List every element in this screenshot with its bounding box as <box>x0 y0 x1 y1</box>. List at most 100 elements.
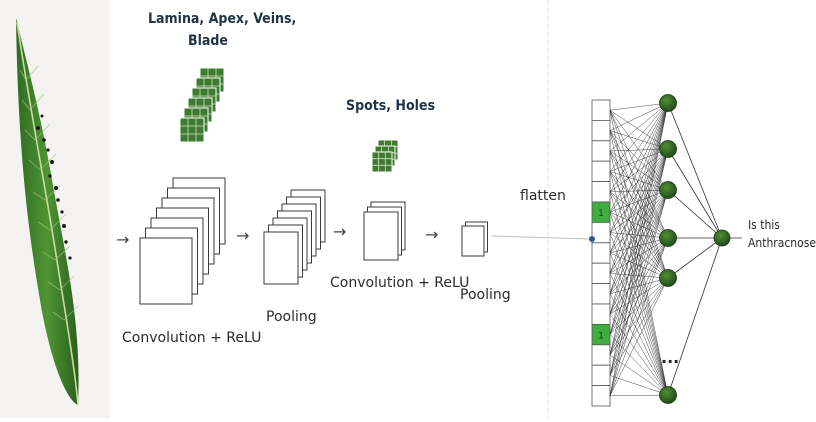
connection-input-hidden <box>609 252 669 279</box>
stage-label-conv1: Convolution + ReLU <box>122 330 262 346</box>
connection-input-hidden <box>609 102 669 315</box>
arrow-glyph: → <box>116 230 129 249</box>
connection-hidden-output <box>667 237 723 396</box>
network-neurons <box>659 94 731 404</box>
connection-input-hidden <box>609 375 669 396</box>
conv1-feature-map <box>139 237 193 305</box>
connection-input-hidden <box>609 148 669 213</box>
connection-input-hidden <box>609 148 669 254</box>
connection-input-hidden <box>609 102 669 213</box>
flatten-input-node <box>589 236 595 242</box>
hidden-neuron <box>659 229 677 247</box>
pool2-feature-map <box>461 225 485 257</box>
connection-input-hidden <box>609 237 669 274</box>
feature-label-lamina-line1: Lamina, Apex, Veins, <box>148 11 297 27</box>
connection-input-hidden <box>609 102 669 335</box>
connection-input-hidden <box>609 102 669 172</box>
connection-hidden-output <box>667 148 723 239</box>
flatten-cell <box>591 160 611 182</box>
kernel-filter <box>371 151 393 173</box>
hidden-neuron <box>659 386 677 404</box>
connection-input-hidden <box>609 171 669 239</box>
network-connections <box>609 102 742 397</box>
connection-hidden-output <box>667 102 723 239</box>
flatten-cell-mark: 1 <box>598 209 604 219</box>
hidden-neuron <box>659 94 677 112</box>
connection-input-hidden <box>609 148 669 376</box>
connection-input-hidden <box>609 102 669 254</box>
connection-input-hidden <box>609 102 669 294</box>
connection-input-hidden <box>609 189 669 396</box>
flatten-cell <box>591 303 611 325</box>
stage-label-pool2: Pooling <box>460 287 511 303</box>
connection-input-hidden <box>609 237 669 254</box>
connection-input-hidden <box>609 110 669 150</box>
connection-input-hidden <box>609 191 669 279</box>
connection-input-hidden <box>609 150 669 279</box>
connection-input-hidden <box>609 237 669 335</box>
connection-input-hidden <box>609 130 669 239</box>
flatten-cell <box>591 283 611 305</box>
output-question: Is this Anthracnose? <box>748 216 816 252</box>
flatten-cell <box>591 120 611 142</box>
feature-label-spots: Spots, Holes <box>346 98 435 114</box>
pool2-feature-map-stack <box>461 221 488 257</box>
connection-input-hidden <box>609 171 669 279</box>
conv2-feature-map <box>363 211 399 261</box>
output-neuron <box>713 229 731 247</box>
flatten-connector <box>491 235 591 240</box>
connection-input-hidden <box>609 237 669 294</box>
connection-input-hidden <box>609 102 669 356</box>
flatten-cell <box>591 364 611 387</box>
flatten-cell <box>591 181 611 203</box>
flatten-cell <box>591 242 611 264</box>
connection-input-hidden <box>609 148 669 192</box>
connection-input-hidden <box>609 148 669 294</box>
connection-input-hidden <box>609 148 669 274</box>
kernel-stack-lamina <box>179 67 225 143</box>
connection-input-hidden <box>609 191 669 239</box>
flatten-cell <box>591 262 611 285</box>
kernel-filter <box>179 117 205 143</box>
connection-input-hidden <box>609 273 669 279</box>
flatten-cell <box>591 385 611 407</box>
connection-input-hidden <box>609 102 669 111</box>
connection-input-hidden <box>609 211 669 239</box>
connection-input-hidden <box>609 148 669 335</box>
connection-input-hidden <box>609 394 669 397</box>
hidden-ellipsis: ... <box>661 348 680 367</box>
hidden-neuron <box>659 140 677 158</box>
stage-label-conv2: Convolution + ReLU <box>330 275 470 291</box>
connection-input-hidden <box>609 102 669 233</box>
feature-label-lamina-line2: Blade <box>188 33 228 49</box>
flatten-cell <box>591 140 611 162</box>
connection-input-hidden <box>609 237 669 356</box>
pool1-feature-map <box>263 231 299 285</box>
connection-input-hidden <box>609 277 669 396</box>
connection-input-hidden <box>609 277 669 376</box>
pool1-feature-map-stack <box>263 189 326 285</box>
connection-input-hidden <box>609 212 669 279</box>
connection-hidden-output <box>667 189 723 239</box>
output-question-line2: Anthracnose? <box>748 236 816 250</box>
connection-input-hidden <box>609 148 669 396</box>
leaf-veins <box>19 65 79 321</box>
connection-input-hidden <box>609 148 669 315</box>
connection-input-hidden <box>609 102 669 131</box>
arrow-glyph: → <box>425 225 438 244</box>
connection-input-hidden <box>609 102 669 396</box>
connection-input-hidden <box>609 148 669 233</box>
connection-input-hidden <box>609 237 669 396</box>
connection-input-hidden <box>609 232 669 239</box>
anthracnose-spots <box>36 114 72 260</box>
connection-input-hidden <box>609 110 669 239</box>
stage-label-pool1: Pooling <box>266 309 317 325</box>
output-question-line1: Is this <box>748 218 780 232</box>
arrow-glyph: → <box>333 222 346 241</box>
connection-input-hidden <box>609 102 669 152</box>
connection-input-hidden <box>609 130 669 279</box>
stage-label-flatten: flatten <box>520 188 566 204</box>
hidden-neuron <box>659 269 677 287</box>
connection-input-hidden <box>609 189 669 376</box>
